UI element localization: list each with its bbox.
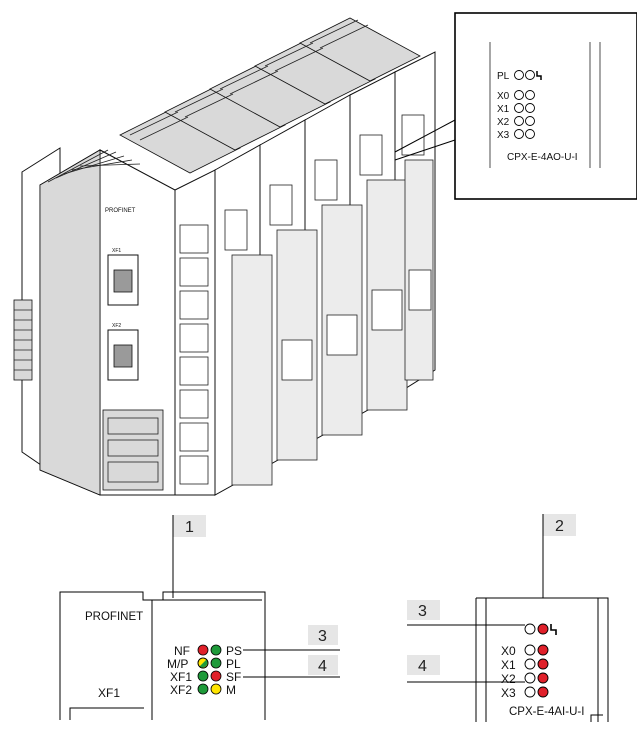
detail-profinet-label: PROFINET [85, 611, 143, 623]
led-ps-label: PS [226, 644, 242, 658]
zoom-x3-label: X3 [497, 130, 510, 141]
zoom-x0-led-1 [514, 90, 524, 100]
detail-bus-module-leds: PROFINET XF1 NF PS M/P PL XF1 SF XF2 M 3… [59, 591, 340, 720]
ai-x2-led-1 [524, 672, 536, 684]
zoom-x1-led-1 [514, 103, 524, 113]
callout-1: 1 [172, 515, 206, 598]
zoom-x3-led-1 [514, 129, 524, 139]
zoom-x0-label: X0 [497, 91, 510, 102]
callout-3-right [407, 600, 440, 620]
device-xf2-label: XF2 [112, 323, 121, 329]
lightning-fault-icon-2 [550, 624, 557, 635]
callout-3-left [308, 625, 338, 645]
ai-x0-label: X0 [501, 644, 516, 658]
zoom-x2-label: X2 [497, 117, 510, 128]
zoom-x2-led-2 [525, 116, 535, 126]
ai-x3-led-2 [537, 686, 549, 698]
zoom-x1-led-2 [525, 103, 535, 113]
ai-x0-led-2 [537, 644, 549, 656]
device-xf1-label: XF1 [112, 248, 121, 254]
ai-x2-label: X2 [501, 672, 516, 686]
led-pl-label: PL [226, 657, 241, 671]
ai-x3-label: X3 [501, 686, 516, 700]
callout-2: 2 [542, 514, 576, 598]
led-ps [210, 644, 222, 656]
ai-pl-led-2 [537, 623, 549, 635]
zoom-x3-led-2 [525, 129, 535, 139]
io-module-slices [119, 17, 436, 496]
ai-model-label: CPX-E-4AI-U-I [509, 706, 584, 718]
svg-text:4: 4 [418, 658, 427, 675]
zoom-model-label: CPX-E-4AO-U-I [507, 152, 578, 163]
svg-text:1: 1 [185, 519, 194, 536]
device-profinet-label: PROFINET [105, 208, 136, 214]
zoom-x0-led-2 [525, 90, 535, 100]
led-xf2 [197, 683, 209, 695]
led-mp [197, 657, 209, 669]
detail-xf1-port-label: XF1 [98, 686, 120, 700]
led-xf1 [197, 670, 209, 682]
zoom-x1-label: X1 [497, 104, 510, 115]
zoom-x2-led-1 [514, 116, 524, 126]
lightning-fault-icon [536, 71, 542, 80]
led-mp-label: M/P [167, 657, 188, 671]
detail-ai-module-leds: X0 X1 X2 X3 CPX-E-4AI-U-I 3 4 [407, 597, 609, 722]
cpx-e-device-illustration: PROFINET XF1 XF2 [13, 17, 456, 496]
callout-4-left [308, 655, 338, 675]
zoom-pl-label: PL [497, 71, 510, 82]
ai-x3-led-1 [524, 686, 536, 698]
svg-text:2: 2 [555, 518, 564, 535]
ai-x0-led-1 [524, 644, 536, 656]
ai-pl-led-1 [524, 623, 536, 635]
zoom-pl-led-2 [525, 70, 535, 80]
rj45-port-icon-1 [107, 254, 139, 306]
callout-4-right [407, 655, 440, 675]
zoom-pl-led-1 [514, 70, 524, 80]
ai-x2-led-2 [537, 672, 549, 684]
led-xf1-label: XF1 [170, 670, 192, 684]
led-nf-label: NF [174, 644, 190, 658]
svg-text:3: 3 [418, 603, 427, 620]
led-m-label: M [226, 683, 236, 697]
led-nf [197, 644, 209, 656]
led-sf [210, 670, 222, 682]
ai-x1-label: X1 [501, 658, 516, 672]
svg-text:3: 3 [318, 628, 327, 645]
led-sf-label: SF [226, 670, 241, 684]
led-xf2-label: XF2 [170, 683, 192, 697]
ai-x1-led-2 [537, 658, 549, 670]
led-pl [210, 657, 222, 669]
svg-text:4: 4 [318, 658, 327, 675]
ai-x1-led-1 [524, 658, 536, 670]
zoom-detail-ao: PL X0 X1 X2 X3 CPX-E-4AO-U-I [454, 12, 637, 200]
led-m [210, 683, 222, 695]
